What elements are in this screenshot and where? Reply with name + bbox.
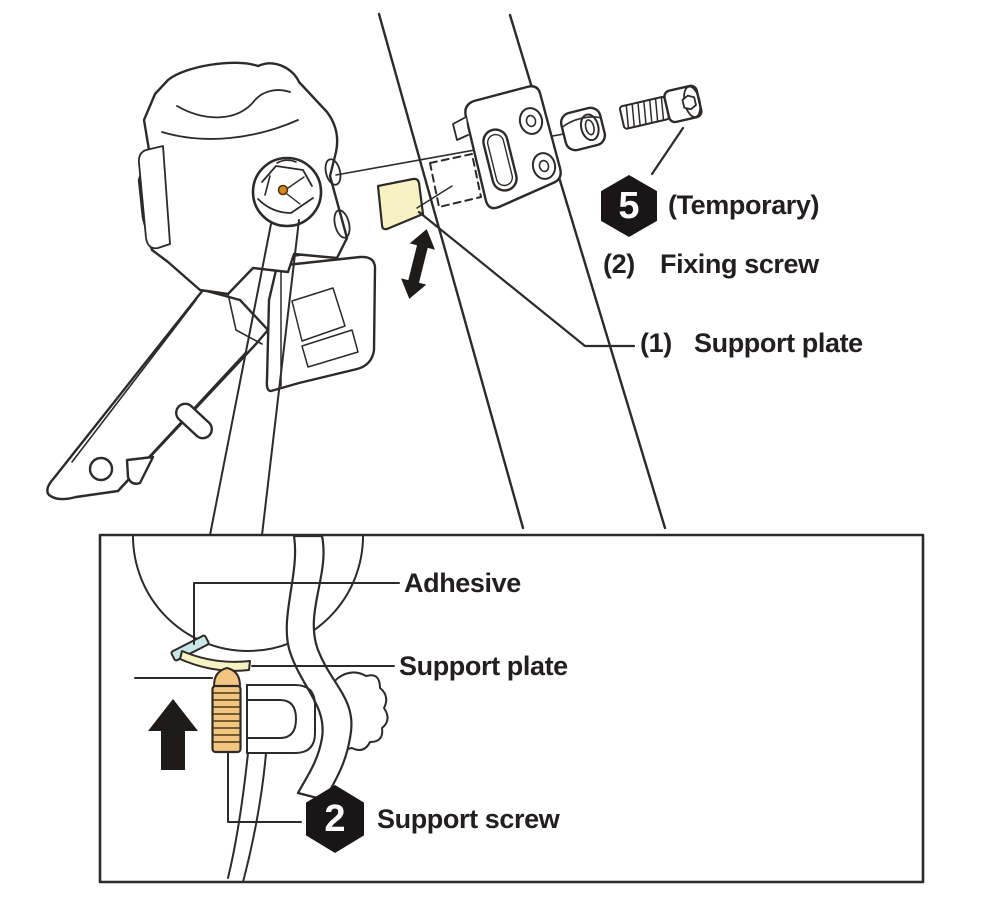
step-badge-5-number: 5 [618, 184, 640, 227]
support-screw-part [211, 667, 242, 754]
support-plate-part [376, 177, 425, 231]
assembly-axis-line [335, 127, 598, 176]
temporary-note: (Temporary) [668, 190, 820, 220]
magnifier-circle [251, 156, 323, 228]
tube-cross-section-arc [132, 535, 364, 652]
support-plate-index: (1) [640, 328, 672, 358]
leader-lines-top [417, 126, 685, 348]
support-plate-inset-label: Support plate [399, 651, 568, 681]
braze-on-bracket [452, 85, 562, 210]
step-badge-2-number: 2 [324, 797, 346, 840]
fixing-screw-label: Fixing screw [660, 249, 819, 279]
leader-lines-inset [134, 582, 400, 823]
fixing-screw-index: (2) [603, 249, 635, 279]
magnifier-projection-lines [209, 219, 300, 536]
support-screw-label: Support screw [377, 804, 560, 834]
up-arrow-icon [148, 699, 198, 770]
nut-part [559, 106, 607, 152]
plate-position-dashed-outline [429, 153, 482, 208]
screw-bracket [246, 684, 316, 754]
support-plate-inset [179, 650, 251, 672]
fixing-screw-part [619, 84, 703, 130]
support-plate-label: Support plate [694, 328, 863, 358]
clamp-band [285, 534, 353, 802]
up-down-arrow-icon [401, 229, 435, 299]
detail-inset-box [98, 533, 925, 884]
front-derailleur [46, 61, 377, 501]
adhesive-label: Adhesive [404, 568, 521, 598]
support-screw-tip-dot [277, 184, 289, 196]
